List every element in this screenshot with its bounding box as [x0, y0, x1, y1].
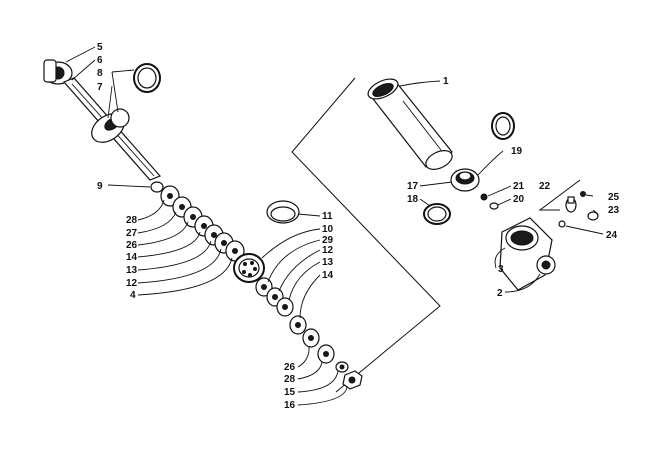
callout-28: 28	[284, 374, 296, 385]
callout-9: 9	[97, 181, 103, 192]
shaft-collar	[91, 108, 130, 143]
callout-29: 29	[322, 235, 334, 246]
valve-25	[565, 196, 577, 213]
callout-13: 13	[126, 265, 138, 276]
shim-stack-right	[255, 277, 335, 364]
callout-13: 13	[322, 257, 334, 268]
fitting-20	[489, 202, 499, 210]
washer-15	[335, 361, 349, 373]
assembly-frame	[291, 77, 441, 393]
callout-14: 14	[322, 270, 334, 281]
valve-cap-23	[587, 211, 599, 221]
piston-band-11	[266, 200, 300, 224]
callout-24: 24	[606, 230, 618, 241]
callout-3: 3	[498, 264, 504, 275]
nut-16	[342, 370, 363, 390]
shaft-eyelet	[43, 59, 73, 85]
valve-group-bracket	[538, 179, 581, 211]
callout-27: 27	[126, 228, 138, 239]
callout-22: 22	[539, 181, 551, 192]
callout-11: 11	[322, 211, 333, 222]
o-ring-19	[491, 112, 515, 140]
callout-26: 26	[126, 240, 138, 251]
washer-9	[150, 181, 164, 193]
callout-19: 19	[511, 146, 523, 157]
callout-12: 12	[322, 245, 334, 256]
callout-1: 1	[443, 76, 449, 87]
callout-4: 4	[130, 290, 136, 301]
callout-14: 14	[126, 252, 138, 263]
ring-18	[423, 203, 451, 225]
leader-lines	[65, 46, 604, 406]
small-fitting-25	[580, 191, 586, 197]
callout-15: 15	[284, 387, 296, 398]
callout-12: 12	[126, 278, 138, 289]
callout-2: 2	[497, 288, 503, 299]
washer-24	[558, 220, 566, 228]
callout-labels: 5 6 8 7 9 28 27 26 14 13 12 4 11 10 29 1…	[97, 42, 620, 411]
callout-28: 28	[126, 215, 138, 226]
callout-23: 23	[608, 205, 620, 216]
callout-10: 10	[322, 224, 334, 235]
shim-stack-left	[160, 185, 245, 262]
callout-5: 5	[97, 42, 103, 53]
cap-17	[450, 168, 480, 192]
callout-18: 18	[407, 194, 419, 205]
callout-17: 17	[407, 181, 419, 192]
piston-10	[233, 253, 265, 283]
callout-21: 21	[513, 181, 525, 192]
callout-16: 16	[284, 400, 296, 411]
callout-6: 6	[97, 55, 103, 66]
callout-25: 25	[608, 192, 620, 203]
callout-8: 8	[97, 68, 103, 79]
callout-7: 7	[97, 82, 103, 93]
shock-body-tube	[367, 78, 453, 170]
callout-20: 20	[513, 194, 525, 205]
reservoir-housing	[499, 217, 556, 291]
fitting-21	[480, 193, 488, 201]
callout-26: 26	[284, 362, 296, 373]
